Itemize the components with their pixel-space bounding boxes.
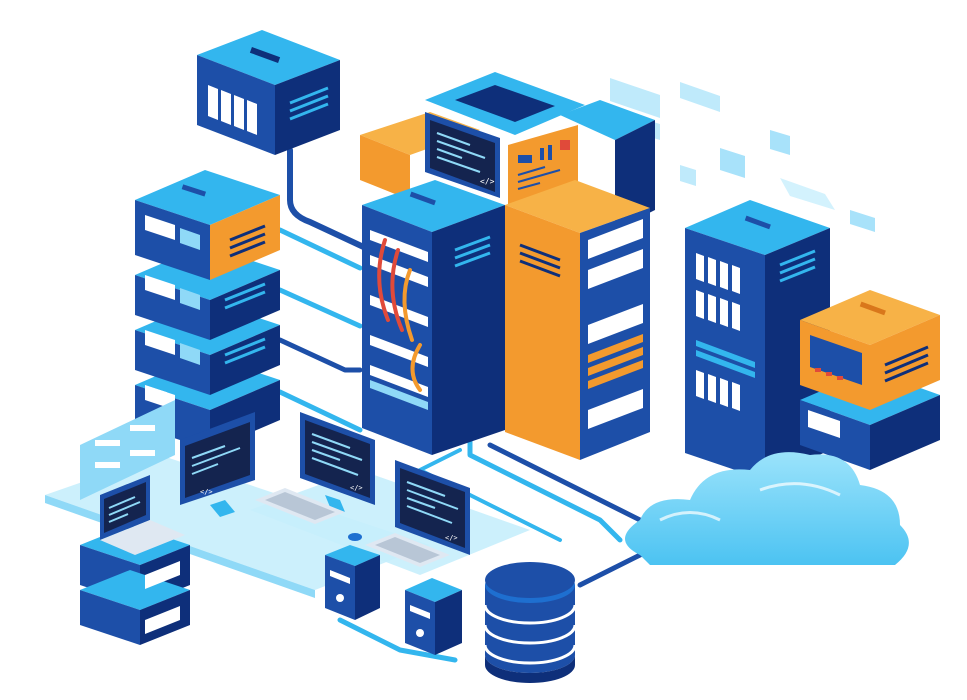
network-cable-icon	[277, 287, 363, 329]
floating-panel-icon	[850, 210, 875, 232]
monitor-icon: </>	[395, 460, 470, 555]
cloud-icon	[625, 452, 909, 565]
network-cable-icon	[277, 227, 363, 271]
flowchart-board	[80, 400, 175, 500]
monitor-icon: </>	[180, 412, 255, 517]
floating-panel-icon	[610, 78, 660, 118]
floating-panel-icon	[680, 82, 720, 112]
desktop-tower-icon	[325, 545, 380, 620]
server-stack-icon	[800, 290, 940, 470]
code-glyph: </>	[350, 484, 363, 492]
network-cable-icon	[337, 617, 458, 663]
server-rack-icon	[505, 205, 580, 460]
server-stack-icon	[135, 170, 280, 450]
network-cable-icon	[277, 389, 363, 433]
floating-panel-icon	[680, 165, 696, 186]
floating-panel-icon	[720, 148, 745, 178]
floating-panel-icon	[770, 130, 790, 155]
network-cable-icon	[277, 337, 363, 373]
small-server-box	[197, 30, 340, 155]
floating-panel-icon	[780, 178, 835, 210]
code-glyph: </>	[445, 534, 458, 542]
network-cable-icon	[467, 437, 623, 543]
server-rack-cluster: </>	[360, 72, 655, 460]
mouse-icon	[348, 533, 362, 541]
network-cable-icon	[287, 147, 373, 253]
keyboard-icon	[255, 488, 345, 524]
monitor-icon: </>	[300, 412, 375, 512]
desktop-tower-icon	[405, 578, 462, 655]
database-icon	[483, 562, 577, 683]
code-glyph: </>	[480, 177, 495, 186]
code-glyph: </>	[200, 488, 213, 496]
laptop-icon	[100, 475, 185, 555]
server-rack-icon	[362, 180, 505, 232]
keyboard-icon	[365, 533, 450, 567]
